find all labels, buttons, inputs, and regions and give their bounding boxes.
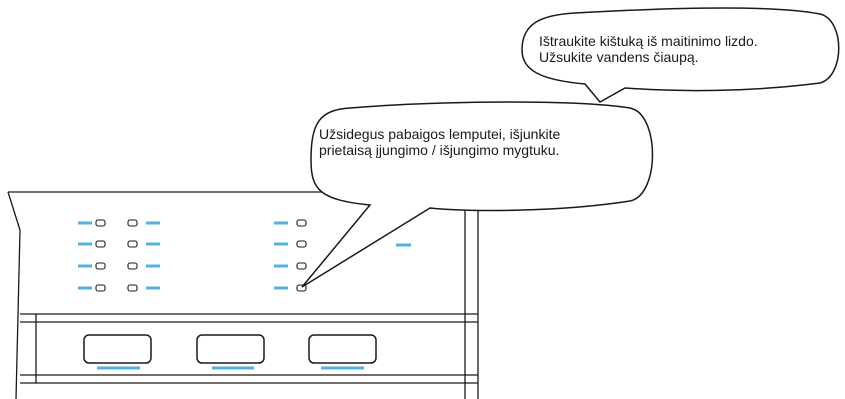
indicator-led [296,240,307,248]
callout-top-line-2: Užsukite vandens čiaupą. [539,49,699,65]
indicator-led [127,219,138,227]
indicator-led [127,284,138,292]
indicator-led [127,240,138,248]
callout-middle-bubble [301,101,654,288]
on-off-button[interactable] [308,334,377,364]
callout-top-bubble [521,7,840,103]
indicator-led [296,262,307,270]
callout-top-line-1: Ištraukite kištuką iš maitinimo lizdo. [539,33,758,49]
indicator-led [127,262,138,270]
indicator-led [95,219,106,227]
callout-middle-text: Užsidegus pabaigos lemputei, išjunkite p… [319,126,659,158]
callout-middle-line-1: Užsidegus pabaigos lemputei, išjunkite [319,126,561,142]
program-button-2[interactable] [196,334,265,364]
program-button-1[interactable] [83,334,152,364]
appliance-body [7,191,479,399]
indicator-lights [78,219,307,292]
callout-middle-line-2: prietaisą įjungimo / išjungimo mygtuku. [319,142,560,158]
panel-left-edge [7,191,21,399]
callout-top-text: Ištraukite kištuką iš maitinimo lizdo. U… [539,33,839,65]
indicator-led [95,240,106,248]
indicator-led [95,262,106,270]
indicator-led [296,219,307,227]
control-buttons [83,334,377,370]
indicator-led [95,284,106,292]
